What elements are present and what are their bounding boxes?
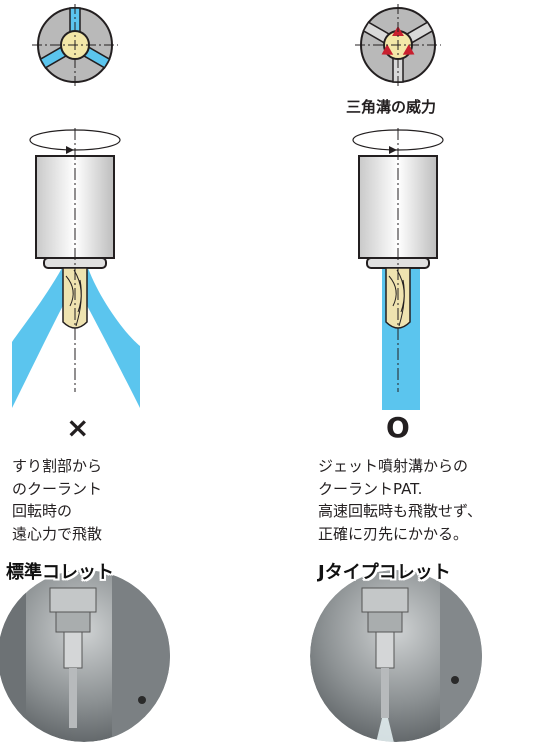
coolant-spray-left: [12, 268, 66, 408]
j-type-collet-description: ジェット噴射溝からの クーラントPAT. 高速回転時も飛散せず、 正確に刃先にか…: [318, 457, 482, 543]
j-type-collet-photo: [310, 570, 482, 742]
standard-collet-description: すり割部から のクーラント 回転時の 遠心力で飛散: [12, 457, 103, 543]
standard-collet-title: 標準コレット: [6, 562, 114, 583]
left-cross-section-icon: [32, 4, 118, 86]
j-type-collet-title: Jタイプコレット: [318, 562, 451, 583]
left-collet-diagram: [12, 128, 140, 408]
right-collet-diagram: [352, 128, 444, 410]
cross-mark: ×: [66, 411, 90, 444]
circle-mark: O: [386, 411, 410, 444]
triangle-groove-heading: 三角溝の威力: [346, 98, 437, 116]
coolant-spray-right: [84, 268, 140, 408]
standard-collet-photo: [0, 570, 170, 742]
right-cross-section-icon: [355, 4, 441, 86]
